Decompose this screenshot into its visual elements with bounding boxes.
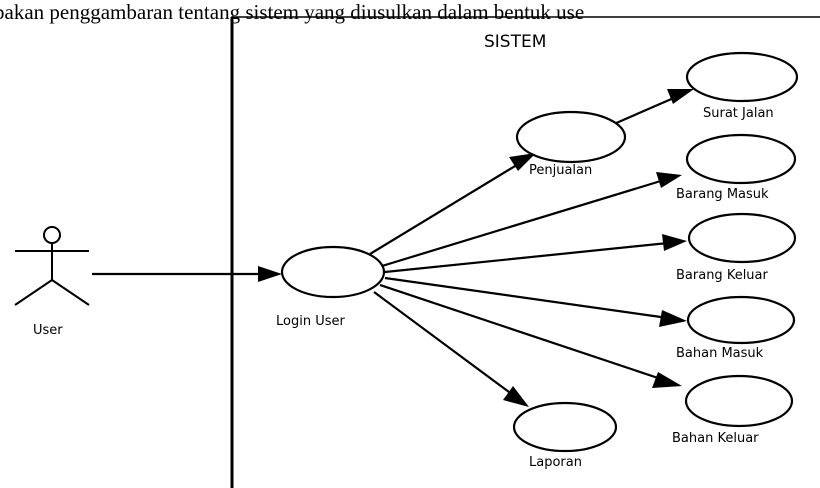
edge-penjualan-suratjalan	[613, 95, 677, 126]
use-case-label: Surat Jalan	[703, 106, 774, 121]
relations	[92, 89, 694, 407]
edge-login-bahankeluar	[379, 283, 665, 382]
edge-login-penjualan	[369, 162, 521, 255]
use-case-label: Barang Keluar	[676, 268, 769, 283]
actor-user-label: User	[33, 323, 63, 338]
edge-login-laporan	[373, 291, 514, 396]
use-case-barang-masuk[interactable]: Barang Masuk	[676, 133, 797, 202]
arrowhead-icon	[656, 172, 682, 188]
edge-login-barangmasuk	[381, 178, 665, 268]
use-case-label: Bahan Keluar	[672, 431, 759, 446]
use-case-surat-jalan[interactable]: Surat Jalan	[685, 51, 799, 121]
edge-login-bahanmasuk	[384, 276, 669, 320]
caption-text: pakan penggambaran tentang sistem yang d…	[0, 0, 584, 24]
system-title: SISTEM	[484, 32, 546, 52]
edge-login-barangkeluar	[384, 241, 669, 274]
arrowhead-icon	[503, 386, 529, 407]
use-case-label: Barang Masuk	[676, 187, 769, 202]
use-case-label: Login User	[276, 314, 345, 329]
use-case-login-user[interactable]: Login User	[276, 245, 386, 329]
actor-user-icon	[14, 226, 90, 306]
arrowhead-icon	[659, 310, 687, 327]
arrowhead-icon	[509, 153, 536, 171]
use-case-label: Bahan Masuk	[676, 346, 764, 361]
use-case-label: Laporan	[529, 455, 582, 470]
use-case-barang-keluar[interactable]: Barang Keluar	[676, 212, 797, 283]
arrowhead-icon	[667, 89, 694, 104]
use-case-bahan-keluar[interactable]: Bahan Keluar	[672, 374, 794, 446]
use-case-penjualan[interactable]: Penjualan	[515, 110, 627, 178]
system-boundary	[230, 16, 820, 488]
use-case-bahan-masuk[interactable]: Bahan Masuk	[676, 295, 796, 361]
arrowhead-icon	[662, 234, 687, 251]
use-case-laporan[interactable]: Laporan	[512, 401, 618, 470]
arrowhead-icon	[258, 266, 282, 282]
arrowhead-icon	[652, 372, 682, 388]
use-case-label: Penjualan	[529, 163, 592, 178]
